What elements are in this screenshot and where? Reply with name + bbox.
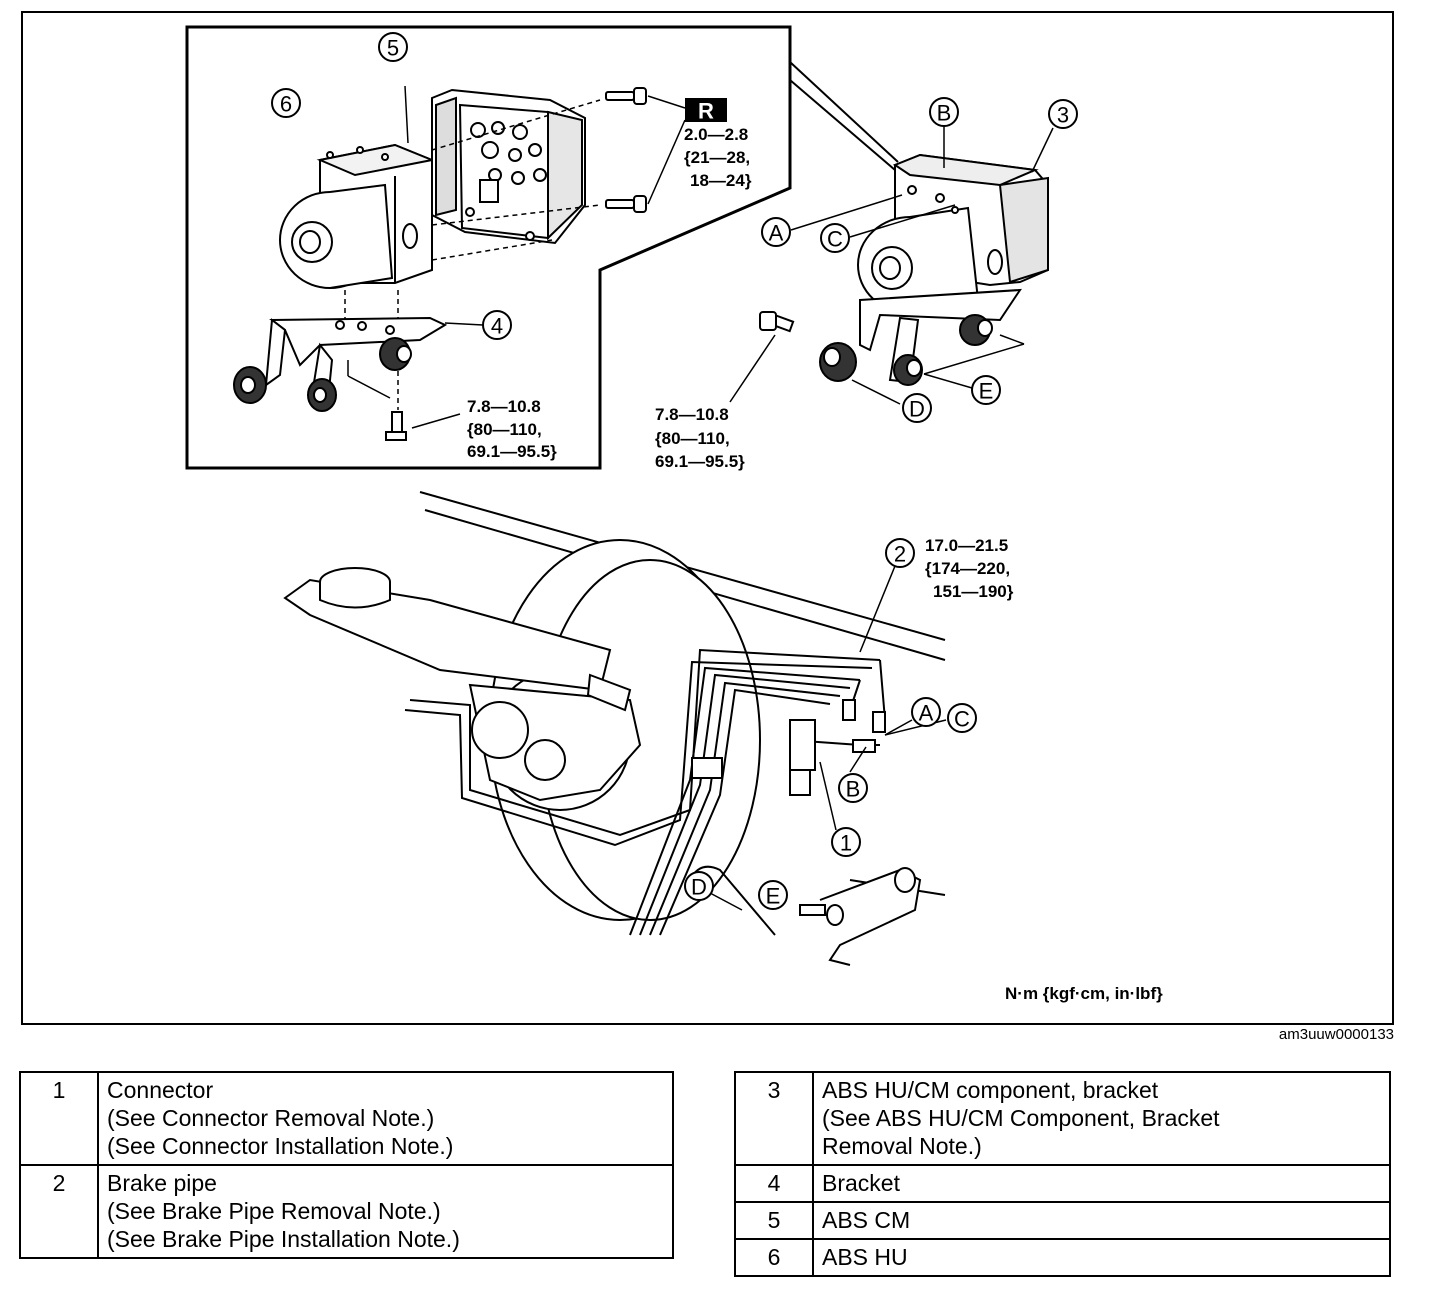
- part-number: 4: [734, 1164, 814, 1203]
- callout-c-circle: [820, 223, 850, 253]
- callout-1-circle: [831, 827, 861, 857]
- torque-units: N·m {kgf·cm, in·lbf}: [1005, 984, 1163, 1003]
- cm-bolts: [605, 87, 647, 213]
- torque-inset-line-3: 69.1—95.5}: [467, 442, 557, 461]
- callout-e2-circle: [758, 880, 788, 910]
- table-row: 4 Bracket: [734, 1164, 1391, 1203]
- part-note: (See ABS HU/CM Component, Bracket: [822, 1105, 1220, 1131]
- lower-leaders: [709, 565, 947, 911]
- diagram-frame: [21, 11, 1394, 1025]
- callout-3: 3: [1057, 103, 1069, 128]
- part-description: Brake pipe (See Brake Pipe Removal Note.…: [97, 1164, 674, 1259]
- lower-bracket: [799, 867, 922, 966]
- torque-inset-line-1: 7.8—10.8: [467, 397, 541, 416]
- abs-hu-cm-assembled: [759, 153, 1049, 386]
- abs-cm-exploded: [431, 88, 586, 245]
- part-note: (See Connector Installation Note.): [107, 1133, 454, 1159]
- callout-a2: A: [919, 701, 934, 726]
- callout-c2-circle: [947, 703, 977, 733]
- figure-id: am3uuw0000133: [1278, 1026, 1394, 1043]
- torque-pipe-line-1: 17.0—21.5: [925, 536, 1008, 555]
- table-row: 2 Brake pipe (See Brake Pipe Removal Not…: [19, 1164, 674, 1259]
- callout-c2: C: [954, 707, 970, 732]
- torque-r: 2.0—2.8 {21—28, 18—24}: [684, 125, 752, 190]
- callout-b2-circle: [838, 773, 868, 803]
- abs-assembly-diagram: 6 5 4 3 B A C E D 2 A C B 1 D E R 2.0—2.…: [21, 11, 1394, 1025]
- part-name: ABS CM: [822, 1207, 911, 1233]
- callout-d-circle: [902, 393, 932, 423]
- replace-badge-label: R: [698, 99, 714, 124]
- abs-hu-exploded: [279, 143, 436, 289]
- part-description: Connector (See Connector Removal Note.) …: [97, 1071, 674, 1166]
- part-name: Brake pipe: [107, 1170, 217, 1196]
- pipe-fittings: [691, 699, 886, 796]
- part-note: (See Connector Removal Note.): [107, 1105, 435, 1131]
- callout-a-circle: [761, 217, 791, 247]
- torque-inset-line-2: {80—110,: [467, 420, 542, 439]
- part-name: ABS HU: [822, 1244, 908, 1270]
- torque-pipe-line-3: 151—190}: [933, 582, 1014, 601]
- torque-r-line-2: {21—28,: [684, 148, 750, 167]
- parts-table-right: 3 ABS HU/CM component, bracket (See ABS …: [734, 1071, 1391, 1277]
- part-note: (See Brake Pipe Installation Note.): [107, 1226, 460, 1252]
- part-number: 1: [19, 1071, 99, 1166]
- part-number: 5: [734, 1201, 814, 1240]
- part-number: 3: [734, 1071, 814, 1166]
- callout-a: A: [769, 221, 784, 246]
- part-number: 2: [19, 1164, 99, 1259]
- inset-frame: [185, 25, 792, 470]
- table-row: 6 ABS HU: [734, 1238, 1391, 1277]
- torque-main-bolt: 7.8—10.8 {80—110, 69.1—95.5}: [655, 405, 745, 471]
- part-description: Bracket: [812, 1164, 1391, 1203]
- table-row: 5 ABS CM: [734, 1201, 1391, 1240]
- callout-b2: B: [846, 777, 861, 802]
- part-note: Removal Note.): [822, 1133, 982, 1159]
- parts-table-left: 1 Connector (See Connector Removal Note.…: [19, 1071, 674, 1259]
- part-name: ABS HU/CM component, bracket: [822, 1077, 1159, 1103]
- master-cylinder: [283, 567, 642, 802]
- replace-badge: [685, 98, 727, 122]
- torque-main-line-1: 7.8—10.8: [655, 405, 729, 424]
- callout-e-circle: [971, 375, 1001, 405]
- part-number: 6: [734, 1238, 814, 1277]
- callout-5-circle: [378, 32, 408, 62]
- callout-b: B: [937, 101, 952, 126]
- torque-r-line-3: 18—24}: [690, 171, 752, 190]
- callout-3-circle: [1048, 99, 1078, 129]
- callout-d: D: [909, 397, 925, 422]
- table-row: 3 ABS HU/CM component, bracket (See ABS …: [734, 1071, 1391, 1166]
- torque-main-line-3: 69.1—95.5}: [655, 452, 745, 471]
- table-row: 1 Connector (See Connector Removal Note.…: [19, 1071, 674, 1166]
- callout-e2: E: [766, 884, 781, 909]
- callout-4-circle: [482, 310, 512, 340]
- part-name: Bracket: [822, 1170, 900, 1196]
- callout-e: E: [979, 379, 994, 404]
- torque-inset-bolt: 7.8—10.8 {80—110, 69.1—95.5}: [467, 397, 557, 461]
- bracket-inset: [233, 316, 448, 441]
- torque-r-line-1: 2.0—2.8: [684, 125, 748, 144]
- callout-d2: D: [691, 875, 707, 900]
- callout-b-circle: [929, 97, 959, 127]
- torque-pipe: 17.0—21.5 {174—220, 151—190}: [925, 536, 1014, 601]
- callout-1: 1: [840, 831, 852, 856]
- callout-c: C: [827, 227, 843, 252]
- callout-a2-circle: [911, 697, 941, 727]
- callout-2: 2: [894, 542, 906, 567]
- part-name: Connector: [107, 1077, 214, 1103]
- part-description: ABS HU: [812, 1238, 1391, 1277]
- callout-6: 6: [280, 92, 292, 117]
- callout-4: 4: [491, 314, 503, 339]
- part-description: ABS HU/CM component, bracket (See ABS HU…: [812, 1071, 1391, 1166]
- part-description: ABS CM: [812, 1201, 1391, 1240]
- torque-main-line-2: {80—110,: [655, 429, 730, 448]
- callout-d2-circle: [684, 871, 714, 901]
- part-note: (See Brake Pipe Removal Note.): [107, 1198, 441, 1224]
- callout-6-circle: [271, 88, 301, 118]
- callout-5: 5: [387, 36, 399, 61]
- callout-2-circle: [885, 538, 915, 568]
- torque-pipe-line-2: {174—220,: [925, 559, 1010, 578]
